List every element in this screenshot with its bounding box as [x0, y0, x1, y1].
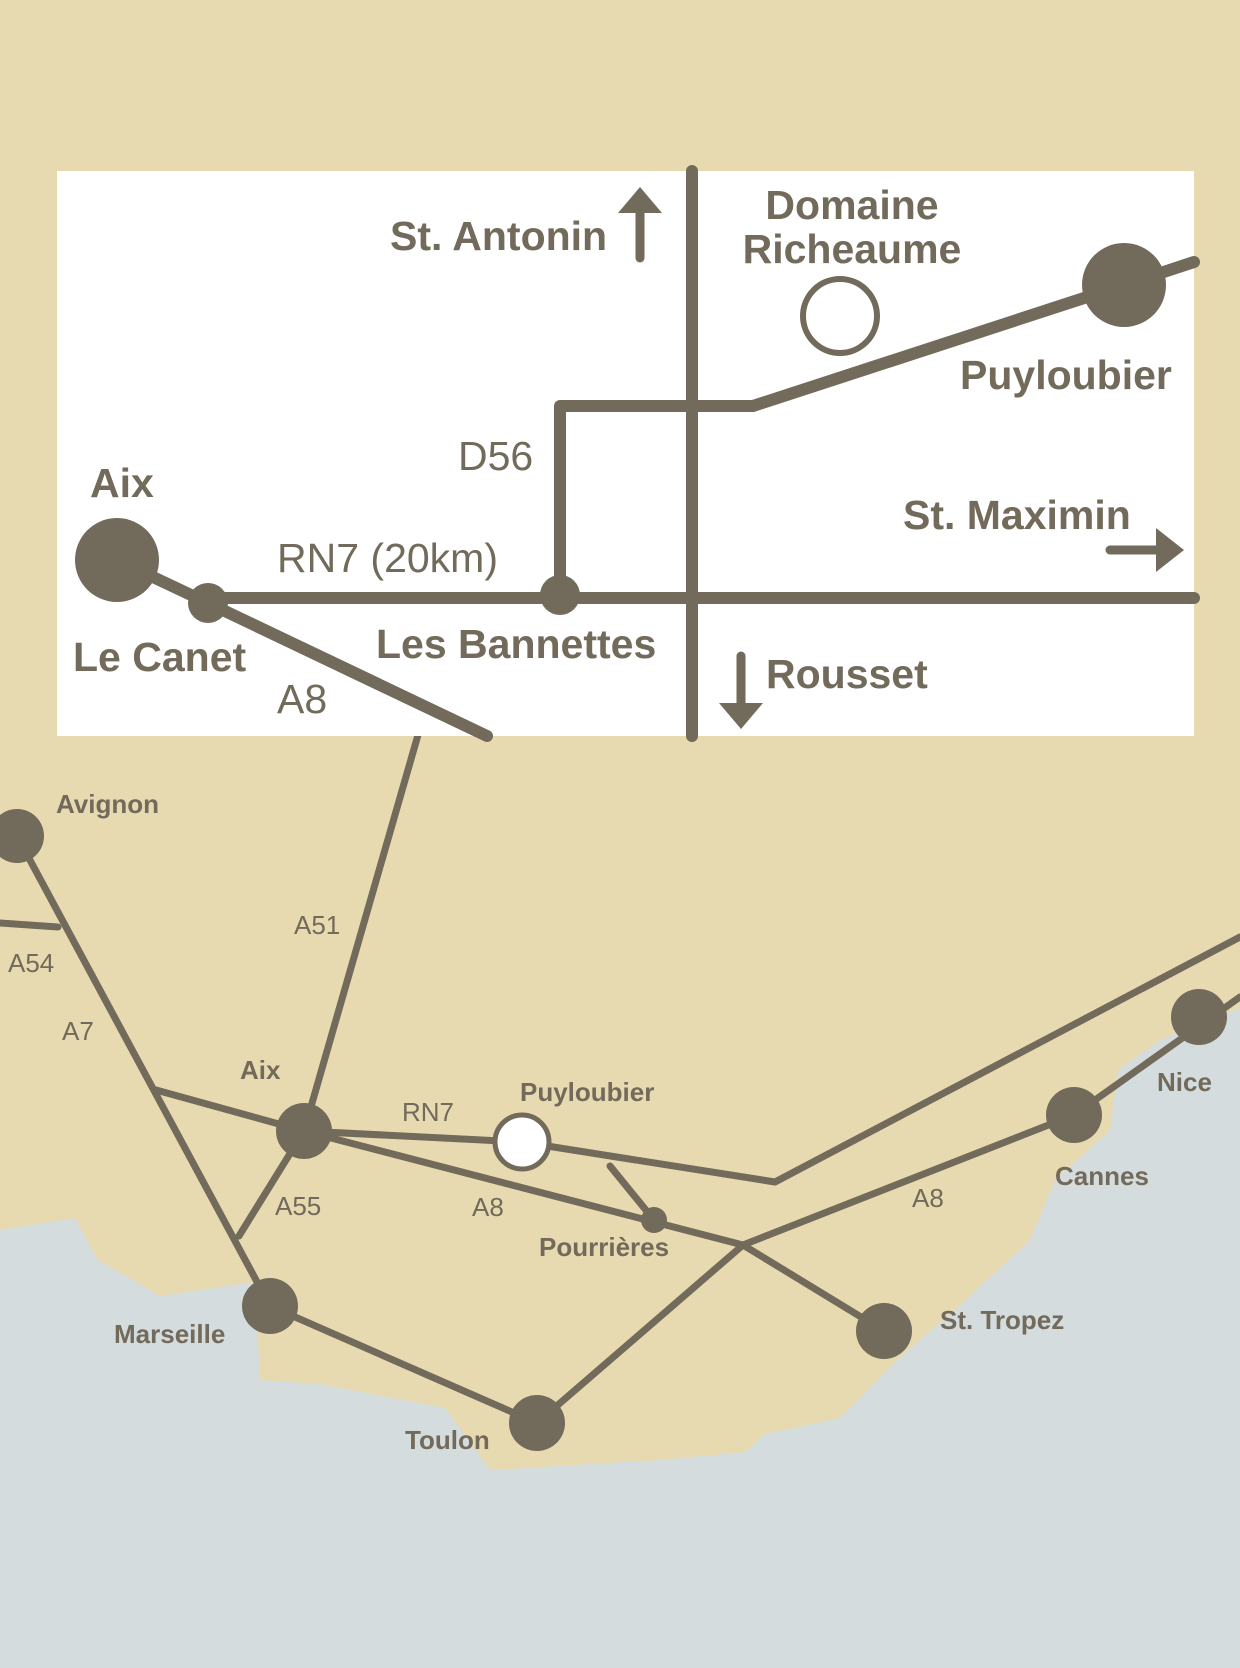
- road-a8: [300, 993, 1240, 1249]
- inset-label-st-maximin: St. Maximin: [903, 492, 1131, 538]
- regional-markers: [0, 809, 1227, 1451]
- inset-background: [57, 171, 1194, 736]
- label-marseille: Marseille: [114, 1319, 225, 1349]
- inset-map: St. Antonin Domaine Richeaume Puyloubier…: [57, 165, 1200, 742]
- label-pourrieres: Pourrières: [539, 1232, 669, 1262]
- label-cannes: Cannes: [1055, 1161, 1149, 1191]
- road-a7: [13, 832, 274, 1310]
- label-toulon: Toulon: [405, 1425, 490, 1455]
- label-aix: Aix: [240, 1055, 281, 1085]
- inset-marker-le-canet: [188, 583, 228, 623]
- inset-label-rousset: Rousset: [766, 651, 928, 697]
- label-a8-east: A8: [912, 1183, 944, 1213]
- marker-st-tropez: [856, 1303, 912, 1359]
- marker-cannes: [1046, 1087, 1102, 1143]
- inset-label-domaine-1: Domaine: [765, 182, 938, 228]
- road-a51: [300, 731, 422, 1135]
- marker-toulon: [509, 1395, 565, 1451]
- marker-marseille: [242, 1278, 298, 1334]
- regional-labels: Avignon A51 A54 A7 Aix RN7 Puyloubier A5…: [8, 789, 1212, 1455]
- arrow-up-icon-head: [618, 187, 662, 213]
- inset-label-puyloubier: Puyloubier: [960, 352, 1172, 398]
- label-a51: A51: [294, 910, 340, 940]
- inset-marker-aix: [75, 518, 159, 602]
- road-a54: [0, 919, 62, 931]
- arrow-down-icon-head: [719, 703, 763, 729]
- road-marseille-toulon: [266, 1302, 541, 1427]
- road-toulon-a8: [533, 1241, 747, 1427]
- inset-label-aix: Aix: [90, 460, 154, 506]
- label-rn7: RN7: [402, 1097, 454, 1127]
- inset-label-a8: A8: [277, 676, 327, 722]
- label-a8-west: A8: [472, 1192, 504, 1222]
- inset-label-d56: D56: [458, 433, 533, 479]
- label-st-tropez: St. Tropez: [940, 1305, 1064, 1335]
- inset-markers: [75, 243, 1166, 623]
- marker-pourrieres: [641, 1207, 667, 1233]
- marker-puyloubier-domaine: [492, 1112, 552, 1172]
- sea-area: [0, 1008, 1240, 1668]
- marker-avignon: [0, 809, 44, 863]
- road-rn7: [300, 933, 1240, 1186]
- inset-marker-domaine: [800, 276, 880, 356]
- label-a54: A54: [8, 948, 54, 978]
- inset-marker-puyloubier: [1082, 243, 1166, 327]
- inset-label-rn7: RN7 (20km): [277, 535, 498, 581]
- inset-marker-les-bannettes: [540, 575, 580, 615]
- inset-label-st-antonin: St. Antonin: [390, 213, 607, 259]
- marker-nice: [1171, 989, 1227, 1045]
- inset-label-domaine-2: Richeaume: [743, 226, 962, 272]
- label-nice: Nice: [1157, 1067, 1212, 1097]
- arrow-right-icon-head: [1156, 528, 1184, 572]
- inset-label-le-canet: Le Canet: [73, 634, 246, 680]
- marker-aix: [276, 1103, 332, 1159]
- inset-labels: St. Antonin Domaine Richeaume Puyloubier…: [73, 182, 1172, 722]
- label-puyloubier: Puyloubier: [520, 1077, 654, 1107]
- inset-label-les-bannettes: Les Bannettes: [376, 621, 656, 667]
- label-a55: A55: [275, 1191, 321, 1221]
- label-a7: A7: [62, 1016, 94, 1046]
- label-avignon: Avignon: [56, 789, 159, 819]
- inset-arrows: [618, 187, 1184, 729]
